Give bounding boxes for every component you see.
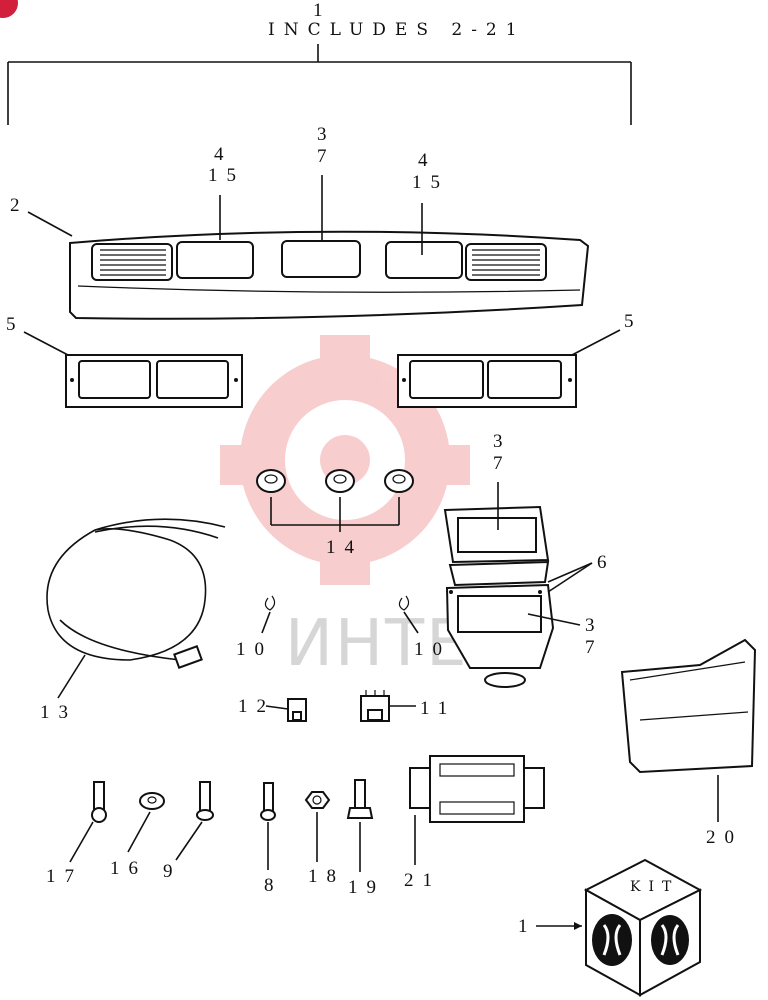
screw-17 — [91, 781, 107, 823]
callout-10-left: 10 — [236, 639, 273, 660]
header-item-number: 1 — [313, 0, 332, 21]
screw-9 — [196, 781, 214, 821]
callout-14: 14 — [326, 537, 363, 558]
clip-left — [264, 595, 276, 611]
callout-17: 17 — [46, 866, 83, 887]
clip-right — [398, 595, 410, 611]
callout-9: 9 — [163, 861, 182, 882]
bezel-right — [397, 354, 577, 408]
bolt-19 — [346, 779, 374, 819]
callout-3-top: 3 — [317, 124, 336, 145]
header-includes: INCLUDES 2-21 — [268, 20, 526, 40]
lamp-opening-left — [176, 241, 254, 279]
callout-19: 19 — [348, 877, 385, 898]
callout-13: 13 — [40, 702, 77, 723]
bezel-left — [65, 354, 243, 408]
grille-left — [91, 243, 173, 281]
grommets — [256, 469, 414, 493]
kit-box: KIT — [583, 858, 703, 997]
callout-12: 12 — [238, 696, 275, 717]
callout-7-lamp-bottom: 7 — [585, 637, 604, 658]
relay-12 — [287, 698, 307, 722]
header-bracket — [7, 44, 632, 125]
leader-14 — [270, 497, 400, 532]
callout-16: 16 — [110, 858, 147, 879]
work-lamp-assembly — [443, 505, 555, 688]
callout-4-left: 4 — [214, 144, 233, 165]
callout-15-left: 15 — [208, 165, 245, 186]
switch-11 — [360, 690, 390, 722]
grille-right — [465, 243, 547, 281]
console-housing — [69, 230, 590, 320]
corner-badge — [0, 0, 18, 18]
callout-4-right: 4 — [418, 150, 437, 171]
wiring-harness — [46, 518, 226, 669]
callout-20: 20 — [706, 827, 743, 848]
callout-7-lamp-top: 7 — [493, 453, 512, 474]
tray-20 — [620, 638, 757, 774]
callout-6: 6 — [597, 552, 616, 573]
callout-8: 8 — [264, 875, 283, 896]
screw-8 — [260, 782, 276, 821]
callout-21: 21 — [404, 870, 441, 891]
lamp-opening-center — [281, 240, 361, 278]
callout-7-top: 7 — [317, 146, 336, 167]
callout-3-lamp-bottom: 3 — [585, 615, 604, 636]
callout-11: 11 — [420, 698, 456, 719]
bracket-21 — [409, 755, 545, 823]
callout-5-right: 5 — [624, 311, 643, 332]
new-holland-logo-right — [651, 915, 689, 965]
callout-5-left: 5 — [6, 314, 25, 335]
nut-18 — [304, 791, 331, 809]
callout-18: 18 — [308, 866, 345, 887]
new-holland-logo-left — [592, 914, 632, 966]
callout-2: 2 — [10, 195, 29, 216]
callout-3-lamp-top: 3 — [493, 431, 512, 452]
lamp-opening-right — [385, 241, 463, 279]
kit-label: KIT — [630, 879, 679, 895]
washer-16 — [139, 792, 165, 810]
callout-10-right: 10 — [414, 639, 451, 660]
callout-15-right: 15 — [412, 172, 449, 193]
callout-1-kit: 1 — [518, 916, 537, 937]
